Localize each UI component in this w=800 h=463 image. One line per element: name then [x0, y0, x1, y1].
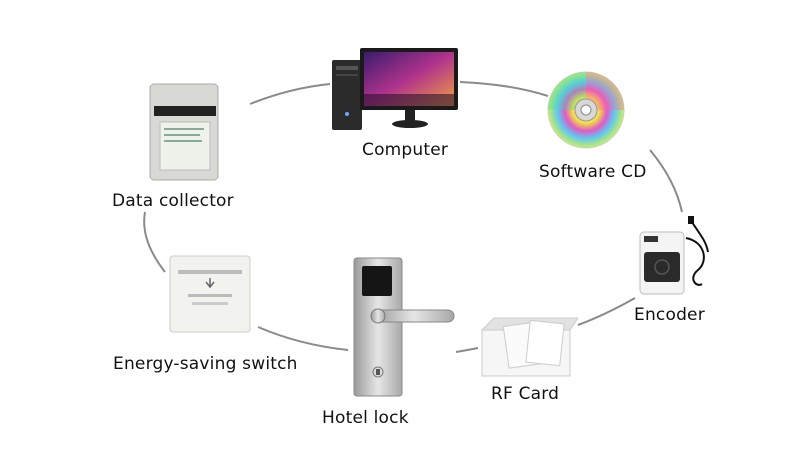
computer-node — [330, 44, 460, 132]
encoder-node — [636, 212, 716, 296]
computer-label: Computer — [362, 140, 449, 160]
computer-icon — [332, 48, 458, 130]
data-collector-node — [148, 82, 220, 182]
software-cd-node — [546, 70, 626, 150]
data-collector-label: Data collector — [112, 191, 234, 211]
rf-card-node — [478, 316, 579, 378]
connector-switch-collector — [143, 211, 166, 273]
connector-computer-collector — [249, 83, 331, 105]
connector-cd-encoder — [649, 149, 683, 213]
software-cd-label: Software CD — [539, 162, 647, 182]
rf-card-label: RF Card — [491, 384, 560, 404]
connector-computer-cd — [459, 81, 549, 97]
encoder-icon — [639, 216, 709, 295]
rf-card-icon — [480, 317, 579, 377]
connector-rfcard-lock — [455, 347, 479, 353]
data-collector-icon — [149, 83, 219, 181]
encoder-label: Encoder — [634, 305, 705, 325]
connector-encoder-rfcard — [577, 297, 636, 326]
hotel-lock-icon — [353, 257, 455, 397]
hotel-lock-node — [352, 256, 456, 398]
cd-icon — [547, 71, 625, 149]
connector-lock-switch — [257, 326, 349, 351]
hotel-lock-label: Hotel lock — [322, 408, 409, 428]
energy-switch-icon — [169, 255, 251, 333]
energy-switch-label: Energy-saving switch — [113, 354, 298, 374]
energy-switch-node — [168, 254, 252, 334]
